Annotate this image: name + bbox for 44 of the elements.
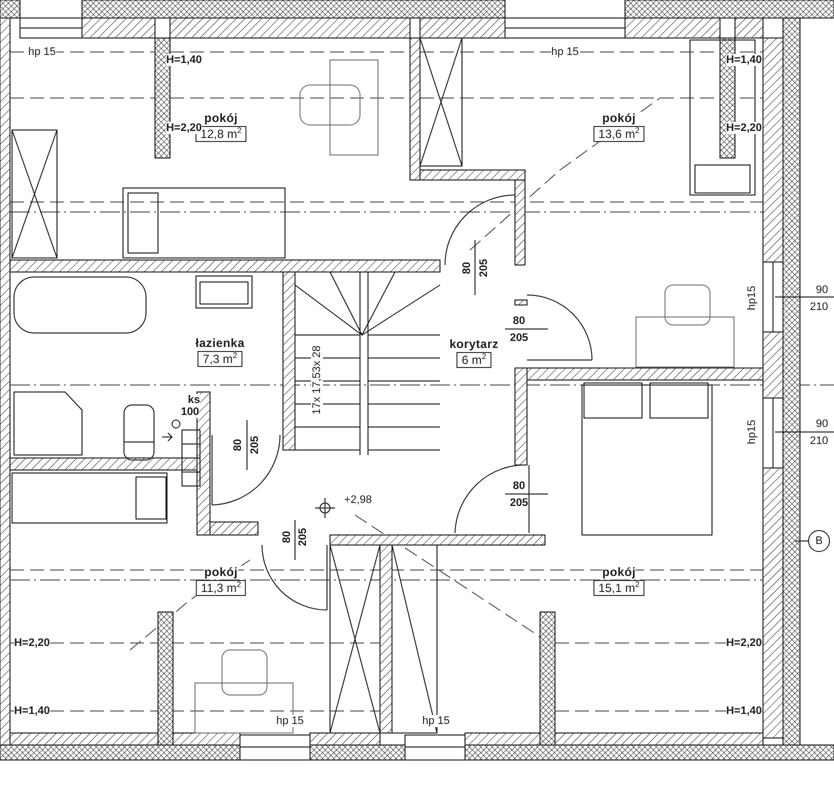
height-note: H=1,40 — [166, 54, 202, 66]
room-area: 15,1 m$^{2}$ — [593, 580, 645, 596]
dimension-text: 80 — [281, 530, 293, 544]
dimension-text: 80 — [512, 315, 526, 327]
dimension-text: 205 — [249, 436, 261, 454]
dimension-text: 210 — [810, 435, 828, 447]
room-area: 11,3 m$^{2}$ — [196, 580, 246, 596]
room-area: 6 m$^{2}$ — [456, 352, 492, 368]
room-area: 13,6 m$^{2}$ — [593, 126, 645, 142]
height-note: H=1,40 — [14, 705, 50, 717]
room-area: 7,3 m$^{2}$ — [198, 351, 242, 367]
dimension-text: 210 — [810, 301, 828, 313]
level-note: hp 15 — [28, 46, 56, 58]
level-note: hp15 — [746, 286, 758, 310]
height-note: H=2,20 — [726, 122, 762, 134]
height-note: H=2,20 — [14, 637, 50, 649]
room-name: korytarz — [449, 338, 499, 351]
level-note: hp 15 — [551, 46, 579, 58]
dimension-text: ks — [188, 394, 200, 406]
dimension-text: 100 — [180, 406, 200, 418]
height-note: H=1,40 — [726, 54, 762, 66]
height-note: H=2,20 — [166, 122, 202, 134]
level-note: hp15 — [746, 420, 758, 444]
room-name: pokój — [204, 566, 238, 579]
dimension-text: 80 — [512, 480, 526, 492]
height-note: H=1,40 — [726, 705, 762, 717]
dimension-text: 90 — [816, 418, 828, 430]
dimension-text: 80 — [232, 438, 244, 452]
dimension-text: 205 — [510, 332, 528, 344]
level-note: hp 15 — [422, 715, 450, 727]
grid-axis-marker: B — [808, 530, 830, 552]
level-note: +2,98 — [344, 494, 372, 506]
room-name: łazienka — [195, 337, 245, 350]
dimension-text: 17x 17,53x 28 — [311, 345, 323, 415]
dimension-text: 205 — [297, 528, 309, 546]
dimension-text: 205 — [478, 258, 490, 278]
room-name: pokój — [602, 566, 636, 579]
height-note: H=2,20 — [726, 637, 762, 649]
dimension-text: 205 — [510, 497, 528, 509]
dimension-text: 80 — [461, 262, 473, 274]
level-note: hp 15 — [276, 715, 304, 727]
room-name: pokój — [204, 112, 238, 125]
dimension-text: 90 — [816, 284, 828, 296]
room-name: pokój — [602, 112, 636, 125]
